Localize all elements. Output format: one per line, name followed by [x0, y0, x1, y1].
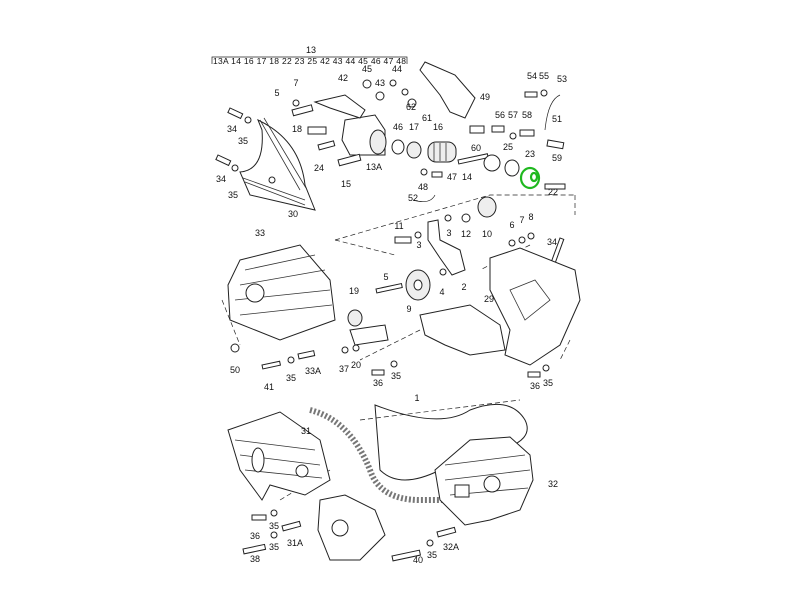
- part-label[interactable]: 41: [264, 382, 274, 392]
- part-label[interactable]: 30: [288, 209, 298, 219]
- part-label[interactable]: 31: [301, 426, 311, 436]
- part-label[interactable]: 33: [255, 228, 265, 238]
- part-label[interactable]: 35: [391, 371, 401, 381]
- part-label[interactable]: 61: [422, 113, 432, 123]
- part-label[interactable]: 2: [461, 282, 466, 292]
- part-label[interactable]: 7: [293, 78, 298, 88]
- timing-belt-1-lower: [309, 407, 470, 503]
- part-label[interactable]: 34: [547, 237, 557, 247]
- part-label[interactable]: 7: [519, 215, 524, 225]
- part-label[interactable]: 35: [269, 542, 279, 552]
- tensioner-assembly: [341, 196, 565, 378]
- group-members: 13A 14 16 17 18 22 23 25 42 43 44 45 46 …: [213, 56, 406, 66]
- part-label[interactable]: 48: [418, 182, 428, 192]
- part-label[interactable]: 55: [539, 71, 549, 81]
- bolt-41: [261, 360, 282, 370]
- part-label[interactable]: 12: [461, 229, 471, 239]
- timing-belt-1: [374, 403, 528, 481]
- part-label[interactable]: 14: [462, 172, 472, 182]
- cap-50: [230, 343, 240, 353]
- part-label[interactable]: 11: [394, 221, 403, 231]
- part-label[interactable]: 10: [482, 229, 492, 239]
- bracket-49: [419, 61, 476, 119]
- part-label[interactable]: 20: [351, 360, 361, 370]
- part-label[interactable]: 1: [414, 393, 419, 403]
- part-label[interactable]: 34: [216, 174, 226, 184]
- highlighted-part-23[interactable]: [519, 166, 541, 190]
- part-label[interactable]: 43: [375, 78, 385, 88]
- part-label[interactable]: 38: [250, 554, 260, 564]
- part-label[interactable]: 35: [238, 136, 248, 146]
- cover-31: [227, 411, 386, 561]
- part-label[interactable]: 52: [408, 193, 418, 203]
- part-label[interactable]: 36: [250, 531, 260, 541]
- group-label: 13: [306, 45, 316, 55]
- part-label[interactable]: 32A: [443, 542, 459, 552]
- part-label[interactable]: 49: [480, 92, 490, 102]
- part-label[interactable]: 36: [530, 381, 540, 391]
- small-parts-top: [215, 79, 566, 202]
- part-label[interactable]: 56: [495, 110, 505, 120]
- part-label[interactable]: 37: [339, 364, 349, 374]
- part-label-highlighted[interactable]: 23: [525, 149, 535, 159]
- part-label[interactable]: 18: [292, 124, 302, 134]
- cover-32: [434, 436, 534, 526]
- part-label[interactable]: 5: [383, 272, 388, 282]
- part-label[interactable]: 31A: [287, 538, 303, 548]
- cover-29: [489, 247, 581, 366]
- cover-29-window: [509, 279, 551, 321]
- part-label[interactable]: 53: [557, 74, 567, 84]
- sleeve-33a: [297, 350, 316, 360]
- part-label[interactable]: 46: [393, 122, 403, 132]
- part-label[interactable]: 44: [392, 64, 402, 74]
- part-label[interactable]: 4: [439, 287, 444, 297]
- part-label[interactable]: 9: [406, 304, 411, 314]
- part-label[interactable]: 62: [406, 102, 416, 112]
- part-label[interactable]: 35: [228, 190, 238, 200]
- part-label[interactable]: 24: [314, 163, 324, 173]
- part-label[interactable]: 40: [413, 555, 423, 565]
- part-label[interactable]: 25: [503, 142, 513, 152]
- part-label[interactable]: 29: [484, 294, 494, 304]
- part-label[interactable]: 35: [427, 550, 437, 560]
- cover-30: [239, 117, 316, 211]
- washer-35: [287, 356, 295, 364]
- assembly-line: [334, 194, 576, 256]
- part-label[interactable]: 34: [227, 124, 237, 134]
- part-label[interactable]: 59: [552, 153, 562, 163]
- part-label[interactable]: 42: [338, 73, 348, 83]
- part-label[interactable]: 13A: [366, 162, 382, 172]
- part-label[interactable]: 32: [548, 479, 558, 489]
- part-label[interactable]: 54: [527, 71, 537, 81]
- part-label[interactable]: 35: [286, 373, 296, 383]
- part-label[interactable]: 5: [274, 88, 279, 98]
- part-label[interactable]: 36: [373, 378, 383, 388]
- part-label[interactable]: 60: [471, 143, 481, 153]
- part-labels: 45 44 42 43 5 7 62 61 49 54 55 53 51 56 …: [216, 64, 567, 565]
- part-label[interactable]: 58: [522, 110, 532, 120]
- part-label[interactable]: 15: [341, 179, 351, 189]
- part-label[interactable]: 8: [528, 212, 533, 222]
- part-label[interactable]: 3: [416, 240, 421, 250]
- part-label[interactable]: 51: [552, 114, 562, 124]
- part-label[interactable]: 22: [548, 187, 558, 197]
- housing-13a: [313, 94, 387, 156]
- part-label[interactable]: 57: [508, 110, 518, 120]
- cover-33: [227, 244, 336, 341]
- part-label[interactable]: 50: [230, 365, 240, 375]
- part-label[interactable]: 19: [349, 286, 359, 296]
- part-label[interactable]: 33A: [305, 366, 321, 376]
- part-label[interactable]: 3: [446, 228, 451, 238]
- part-label[interactable]: 6: [509, 220, 514, 230]
- bottom-fasteners: [242, 509, 457, 562]
- part-label[interactable]: 35: [543, 378, 553, 388]
- group-bracket: [211, 56, 408, 64]
- part-label[interactable]: 17: [409, 122, 419, 132]
- part-label[interactable]: 35: [269, 521, 279, 531]
- part-label[interactable]: 45: [362, 64, 372, 74]
- part-label[interactable]: 47: [447, 172, 457, 182]
- part-label[interactable]: 16: [433, 122, 443, 132]
